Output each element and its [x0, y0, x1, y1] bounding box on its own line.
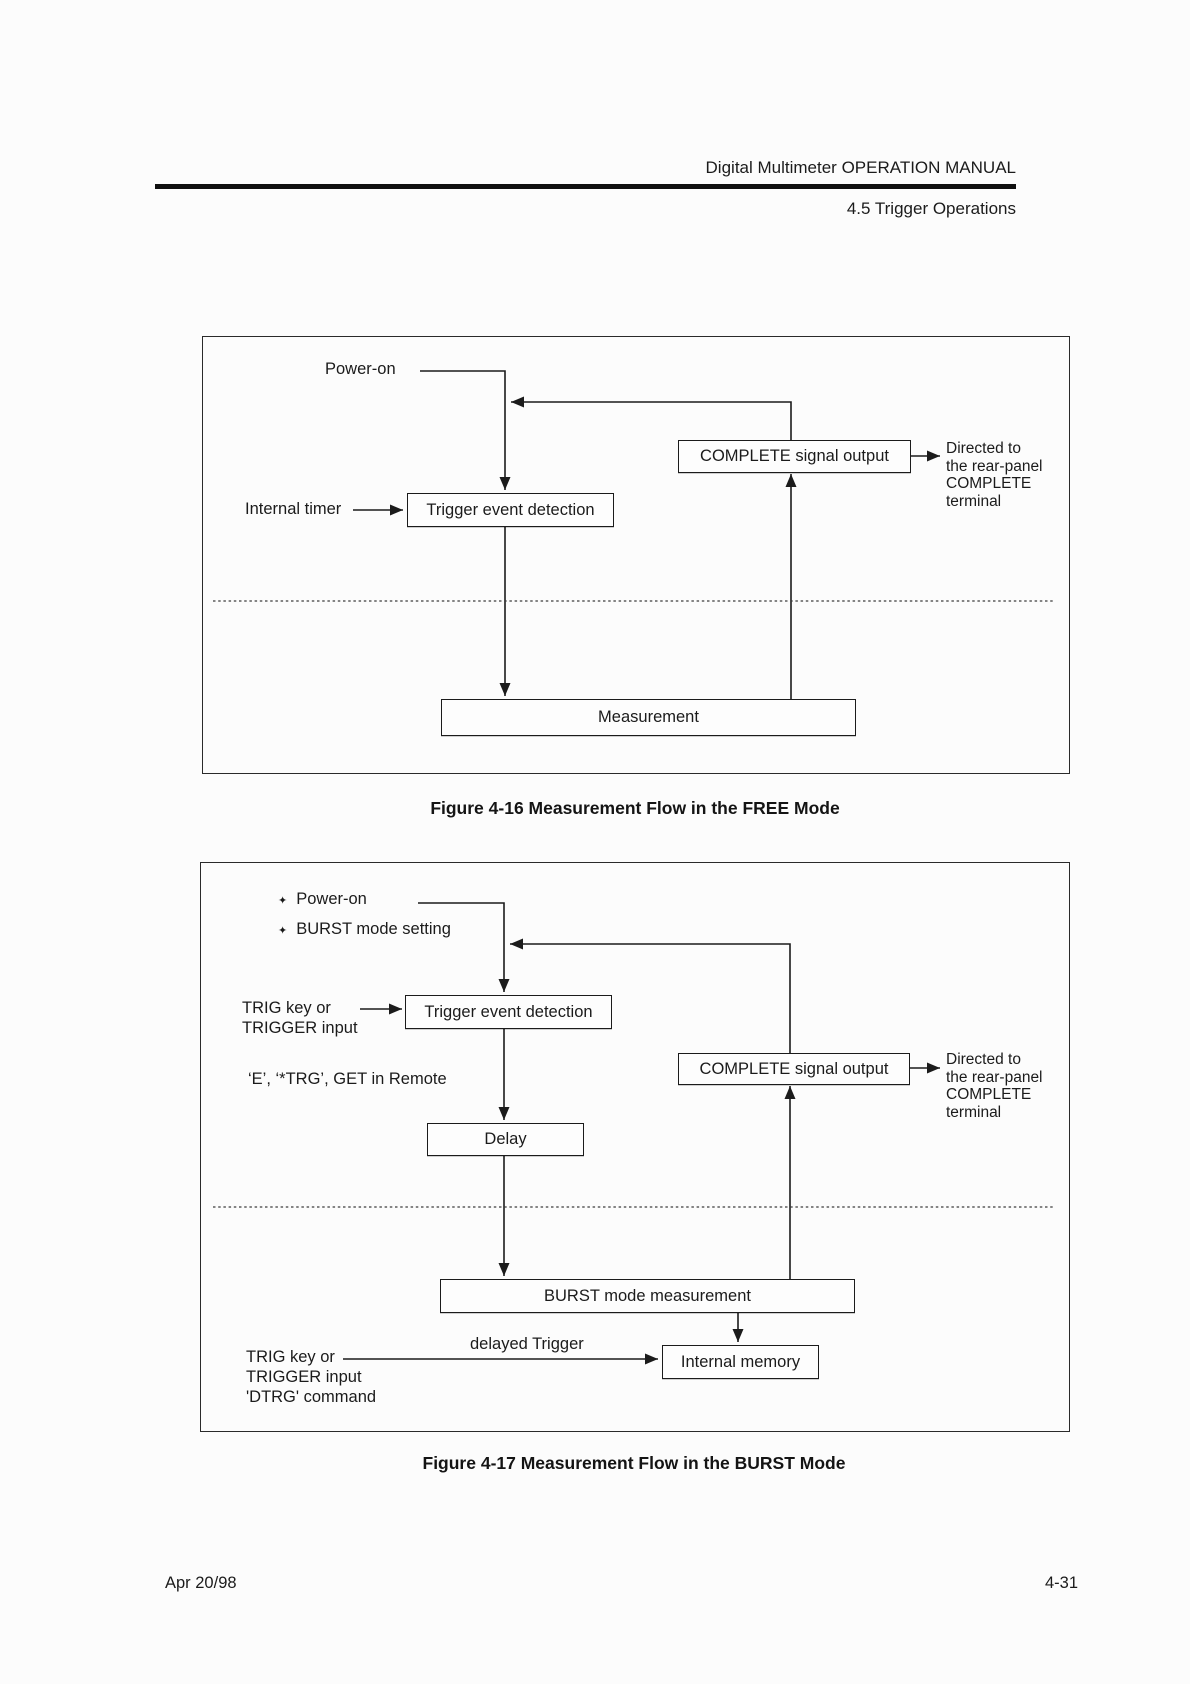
directed-note-line: COMPLETE: [946, 1086, 1032, 1103]
complete-signal-output-box: COMPLETE signal output: [678, 440, 911, 473]
delay-label: Delay: [484, 1130, 527, 1148]
trig-key-line: TRIGGER input: [246, 1368, 362, 1386]
section-title: 4.5 Trigger Operations: [846, 199, 1016, 218]
burst-mode-measurement-box: BURST mode measurement: [440, 1279, 855, 1313]
delayed-trigger-label: delayed Trigger: [470, 1335, 584, 1353]
complete-signal-output-label: COMPLETE signal output: [699, 1059, 889, 1078]
measurement-box: Measurement: [441, 699, 856, 736]
measurement-label: Measurement: [598, 708, 699, 726]
power-on-label: Power-on: [296, 890, 367, 908]
internal-memory-box: Internal memory: [662, 1345, 819, 1379]
trig-key-line: TRIGGER input: [242, 1019, 358, 1037]
header-rule: [155, 184, 1016, 189]
trigger-event-detection-label: Trigger event detection: [424, 1002, 593, 1021]
complete-signal-output-label: COMPLETE signal output: [700, 447, 889, 465]
directed-note-line: COMPLETE: [946, 475, 1032, 492]
internal-timer-label: Internal timer: [245, 500, 342, 518]
trigger-event-detection-box: Trigger event detection: [407, 493, 614, 527]
complete-signal-output-box: COMPLETE signal output: [678, 1053, 910, 1085]
directed-note: Directed to the rear-panel COMPLETE term…: [946, 440, 1043, 510]
trigger-event-detection-label: Trigger event detection: [426, 500, 595, 519]
bullet-burst-mode: ✦ BURST mode setting: [278, 920, 451, 939]
figure-free-caption: Figure 4-16 Measurement Flow in the FREE…: [430, 798, 840, 818]
internal-memory-label: Internal memory: [680, 1352, 801, 1371]
figure-burst-frame: [200, 862, 1070, 1432]
directed-note-line: Directed to: [946, 1051, 1021, 1068]
footer-page-number: 4-31: [1044, 1574, 1078, 1592]
trigger-event-detection-box: Trigger event detection: [405, 995, 612, 1029]
manual-title: Digital Multimeter OPERATION MANUAL: [705, 158, 1016, 177]
figure-burst-caption: Figure 4-17 Measurement Flow in the BURS…: [422, 1453, 846, 1473]
diamond-bullet-icon: ✦: [278, 894, 288, 908]
figure-free-frame: [202, 336, 1070, 774]
burst-mode-measurement-label: BURST mode measurement: [544, 1286, 751, 1305]
directed-note-line: terminal: [946, 1103, 1002, 1121]
directed-note-line: the rear-panel: [946, 1068, 1043, 1086]
directed-note-line: the rear-panel: [946, 457, 1043, 475]
diamond-bullet-icon: ✦: [278, 924, 288, 938]
trig-key-line: TRIG key or: [242, 999, 331, 1017]
trig-key-label: TRIG key or TRIGGER input: [242, 998, 358, 1038]
footer-date: Apr 20/98: [165, 1574, 237, 1592]
trig-key-line: 'DTRG' command: [246, 1388, 377, 1406]
bullet-power-on: ✦ Power-on: [278, 890, 367, 909]
trig-key-line: TRIG key or: [246, 1348, 335, 1366]
remote-commands-label: ‘E’, ‘*TRG’, GET in Remote: [248, 1070, 447, 1088]
power-on-label: Power-on: [325, 360, 396, 378]
trig-key-bottom-label: TRIG key or TRIGGER input 'DTRG' command: [246, 1347, 376, 1407]
directed-note: Directed to the rear-panel COMPLETE term…: [946, 1051, 1043, 1121]
burst-mode-setting-label: BURST mode setting: [296, 920, 451, 938]
directed-note-line: Directed to: [946, 440, 1021, 457]
delay-box: Delay: [427, 1123, 584, 1156]
directed-note-line: terminal: [946, 492, 1002, 510]
